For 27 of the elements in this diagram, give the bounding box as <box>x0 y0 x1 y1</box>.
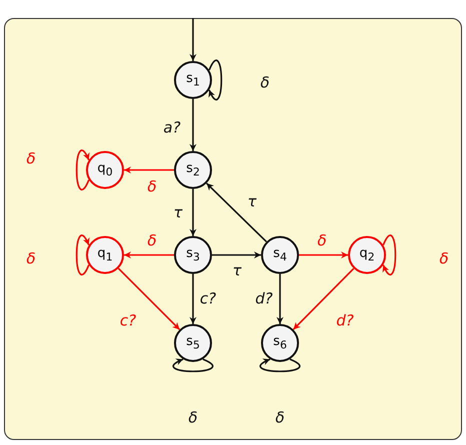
self-loop-arrow <box>76 234 90 276</box>
transition-arrow <box>118 268 180 330</box>
state-name: s$_{4}$ <box>273 246 287 264</box>
transition-arrow <box>124 252 174 258</box>
self-loop-arrow <box>208 60 222 100</box>
self-loop-arrow <box>172 358 214 372</box>
transition-arrow <box>190 99 196 151</box>
transition-arrow <box>190 189 196 236</box>
transition-arrow <box>190 274 196 324</box>
state-name: s$_{1}$ <box>186 71 200 89</box>
transition-arrow <box>206 182 267 242</box>
transition-arrow <box>299 252 348 258</box>
transition-arrow <box>292 268 354 330</box>
self-loop-arrow <box>76 150 90 190</box>
state-name: s$_{3}$ <box>186 246 200 264</box>
transition-arrow <box>190 18 196 61</box>
state-name: q$_{0}$ <box>97 161 113 179</box>
state-name: s$_{6}$ <box>273 334 287 352</box>
state-name: s$_{5}$ <box>186 334 200 352</box>
state-name: s$_{2}$ <box>186 161 200 179</box>
state-name: q$_{2}$ <box>359 246 375 264</box>
transition-arrow <box>212 252 261 258</box>
self-loop-arrow <box>382 234 396 276</box>
self-loop-arrow <box>260 358 300 372</box>
state-name: q$_{1}$ <box>97 246 113 264</box>
transition-arrow <box>276 274 284 324</box>
transition-arrow <box>124 166 174 174</box>
